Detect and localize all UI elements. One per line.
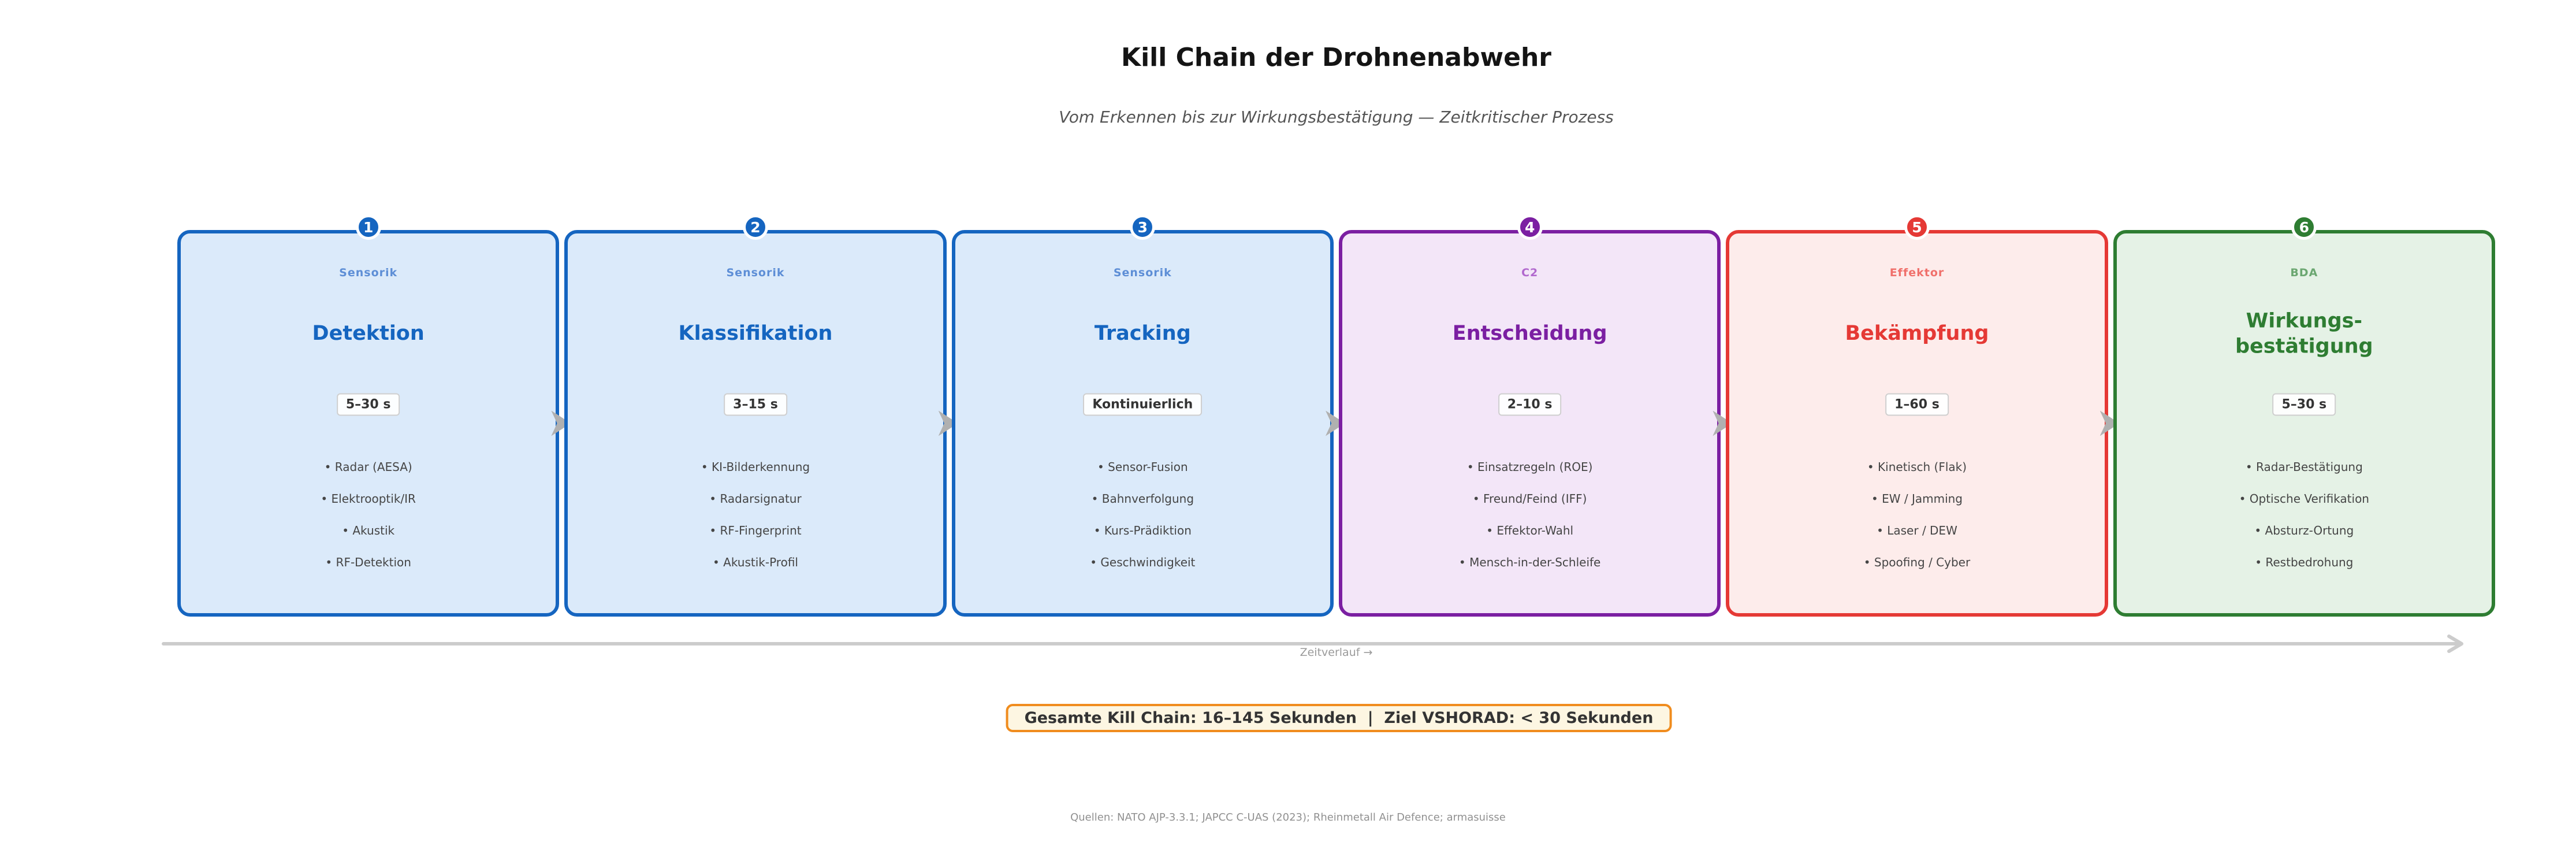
page-title: Kill Chain der Drohnenabwehr	[1121, 43, 1551, 72]
stage-bullet-list: Einsatzregeln (ROE) Freund/Feind (IFF) E…	[1342, 451, 1717, 578]
stage-bullet: Radar (AESA)	[181, 451, 556, 483]
stage-bullet-list: Radar-Bestätigung Optische Verifikation …	[2117, 451, 2492, 578]
stage-bullet-list: KI-Bilderkennung Radarsignatur RF-Finger…	[568, 451, 943, 578]
stage-title: Tracking	[1094, 322, 1191, 346]
stage-number-badge: 1	[355, 214, 381, 240]
stage-category: Sensorik	[726, 266, 785, 279]
stage-category: Sensorik	[339, 266, 398, 279]
summary-badge: Gesamte Kill Chain: 16–145 Sekunden | Zi…	[1006, 704, 1672, 732]
stage-bullet-list: Kinetisch (Flak) EW / Jamming Laser / DE…	[1729, 451, 2104, 578]
stage-number-badge: 4	[1517, 214, 1543, 240]
stage-bullet: Bahnverfolgung	[955, 483, 1330, 515]
stage-bullet: Elektrooptik/IR	[181, 483, 556, 515]
stage-bullet: Laser / DEW	[1729, 515, 2104, 547]
kill-chain-stages: 1 Sensorik Detektion 5–30 s Radar (AESA)…	[177, 214, 2495, 617]
stage-title: Detektion	[312, 322, 425, 346]
stage-bullet: Optische Verifikation	[2117, 483, 2492, 515]
stage-bullet: Radar-Bestätigung	[2117, 451, 2492, 483]
stage-number-badge: 5	[1904, 214, 1930, 240]
stage-card-klassifikation: 2 Sensorik Klassifikation 3–15 s KI-Bild…	[564, 214, 958, 617]
stage-bullet: Spoofing / Cyber	[1729, 547, 2104, 578]
stage-bullet: Mensch-in-der-Schleife	[1342, 547, 1717, 578]
stage-card-entscheidung: 4 C2 Entscheidung 2–10 s Einsatzregeln (…	[1338, 214, 1733, 617]
stage-time-badge: 1–60 s	[1885, 393, 1949, 416]
stage-bullet: Kinetisch (Flak)	[1729, 451, 2104, 483]
stage-time-badge: 5–30 s	[336, 393, 400, 416]
stage-title: Bekämpfung	[1845, 322, 1989, 346]
stage-time-badge: 3–15 s	[724, 393, 787, 416]
stage-bullet: Absturz-Ortung	[2117, 515, 2492, 547]
stage-time-badge: Kontinuierlich	[1083, 393, 1203, 416]
stage-title: Klassifikation	[678, 322, 833, 346]
stage-card-detektion: 1 Sensorik Detektion 5–30 s Radar (AESA)…	[177, 214, 571, 617]
stage-bullet: Geschwindigkeit	[955, 547, 1330, 578]
stage-bullet: Restbedrohung	[2117, 547, 2492, 578]
stage-category: Sensorik	[1113, 266, 1172, 279]
stage-bullet: Effektor-Wahl	[1342, 515, 1717, 547]
stage-bullet: EW / Jamming	[1729, 483, 2104, 515]
stage-bullet: Freund/Feind (IFF)	[1342, 483, 1717, 515]
page-subtitle: Vom Erkennen bis zur Wirkungsbestätigung…	[1059, 107, 1614, 127]
stage-bullet: Akustik	[181, 515, 556, 547]
stage-number-badge: 6	[2291, 214, 2317, 240]
stage-bullet: Sensor-Fusion	[955, 451, 1330, 483]
stage-category: Effektor	[1889, 266, 1945, 279]
stage-time-badge: 5–30 s	[2272, 393, 2336, 416]
stage-bullet: Einsatzregeln (ROE)	[1342, 451, 1717, 483]
stage-time-badge: 2–10 s	[1498, 393, 1562, 416]
stage-bullet: Kurs-Prädiktion	[955, 515, 1330, 547]
stage-card-tracking: 3 Sensorik Tracking Kontinuierlich Senso…	[951, 214, 1345, 617]
stage-card-wirkungsbestaetigung: 6 BDA Wirkungs- bestätigung 5–30 s Radar…	[2113, 214, 2495, 617]
sources-note: Quellen: NATO AJP-3.3.1; JAPCC C-UAS (20…	[1070, 811, 1506, 823]
stage-title: Wirkungs- bestätigung	[2235, 309, 2373, 358]
stage-bullet: RF-Detektion	[181, 547, 556, 578]
stage-card-bekaempfung: 5 Effektor Bekämpfung 1–60 s Kinetisch (…	[1726, 214, 2120, 617]
stage-bullet-list: Radar (AESA) Elektrooptik/IR Akustik RF-…	[181, 451, 556, 578]
stage-bullet-list: Sensor-Fusion Bahnverfolgung Kurs-Prädik…	[955, 451, 1330, 578]
stage-bullet: Radarsignatur	[568, 483, 943, 515]
timeline-label: Zeitverlauf →	[1300, 646, 1373, 659]
stage-category: BDA	[2290, 266, 2318, 279]
timeline-arrow	[162, 635, 2463, 653]
stage-bullet: Akustik-Profil	[568, 547, 943, 578]
stage-bullet: KI-Bilderkennung	[568, 451, 943, 483]
stage-title: Entscheidung	[1452, 322, 1607, 346]
stage-number-badge: 2	[742, 214, 768, 240]
stage-bullet: RF-Fingerprint	[568, 515, 943, 547]
stage-category: C2	[1521, 266, 1539, 279]
stage-number-badge: 3	[1130, 214, 1156, 240]
